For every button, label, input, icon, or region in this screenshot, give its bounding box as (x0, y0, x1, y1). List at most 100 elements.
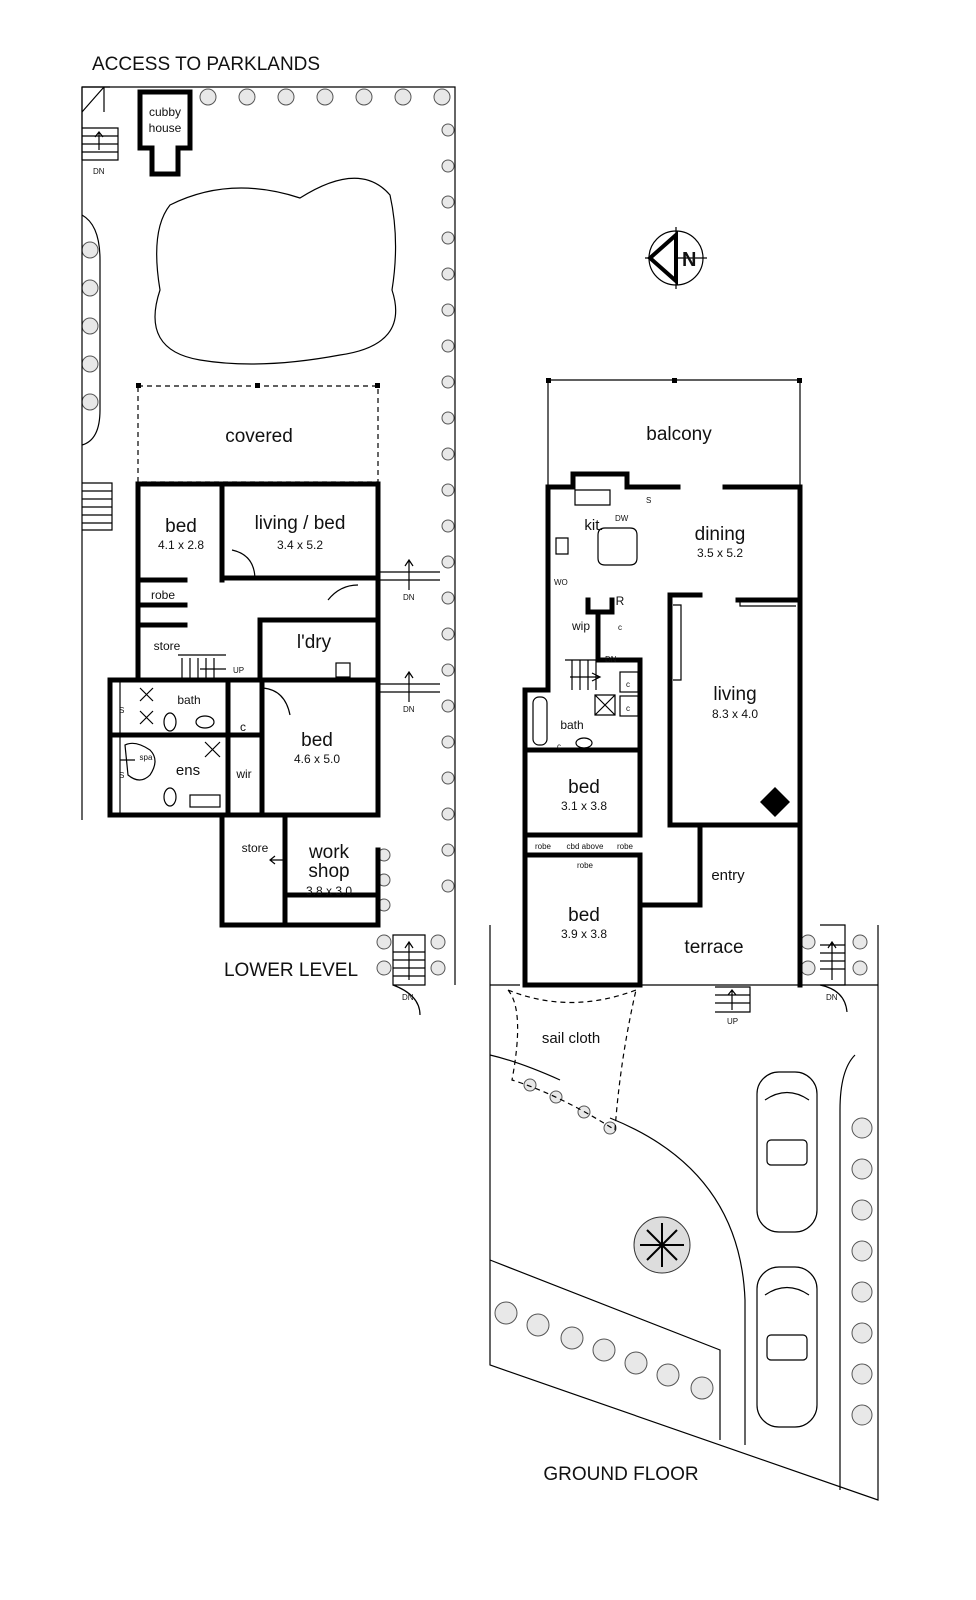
tree-icon (376, 960, 392, 976)
bed-size-ground-1: 3.1 x 3.8 (561, 799, 607, 813)
tree-icon (656, 1363, 680, 1387)
tree-icon (441, 267, 455, 281)
tree-icon (494, 1301, 518, 1325)
tree-icon (523, 1078, 537, 1092)
terrace-label: terrace (684, 937, 743, 958)
lower-level: ACCESS TO PARKLANDS DN cubby house cover… (81, 54, 456, 1016)
tree-icon (852, 960, 868, 976)
tree-icon (441, 483, 455, 497)
bed-size-ground-2: 3.9 x 3.8 (561, 927, 607, 941)
living-size: 8.3 x 4.0 (712, 707, 758, 721)
store-label: store (154, 639, 181, 653)
tree-icon (441, 123, 455, 137)
tree-icon (851, 1158, 873, 1180)
tree-icon (441, 231, 455, 245)
bed-label: bed (165, 516, 197, 537)
tree-icon (526, 1313, 550, 1337)
kitchen-label: kit. (584, 517, 603, 534)
tree-icon (800, 934, 816, 950)
car-icon (756, 1266, 818, 1428)
bed-label-ground-2: bed (568, 905, 600, 926)
pool (154, 177, 397, 365)
tree-icon (238, 88, 256, 106)
living-bed-label: living / bed (255, 513, 346, 534)
tree-icon (851, 1404, 873, 1426)
dn-label-ground: DN (605, 655, 617, 664)
tree-icon (441, 411, 455, 425)
tree-icon (441, 591, 455, 605)
robe-label: robe (151, 588, 175, 602)
tree-icon (592, 1338, 616, 1362)
ground-floor-title: GROUND FLOOR (543, 1464, 698, 1485)
shower-label: S (119, 706, 124, 715)
cupboard-label: c (240, 720, 246, 734)
tree-icon (355, 88, 373, 106)
sail-cloth-label: sail cloth (542, 1030, 600, 1047)
north-arrow-icon: N (645, 227, 707, 289)
tree-icon (441, 807, 455, 821)
tree-icon (430, 934, 446, 950)
tree-icon (800, 960, 816, 976)
tree-icon (441, 519, 455, 533)
c-label-4: c (557, 742, 561, 751)
tree-icon (690, 1376, 714, 1400)
wo-label: WO (554, 578, 568, 587)
bath-label-ground: bath (560, 718, 583, 732)
up-label-ground: UP (727, 1017, 738, 1026)
tree-icon (441, 627, 455, 641)
tree-icon (81, 355, 99, 373)
robe-label-2: robe (617, 842, 634, 851)
up-label: UP (233, 666, 244, 675)
dining-label: dining (695, 524, 746, 545)
north-label: N (682, 249, 696, 271)
robe-label-1: robe (535, 842, 552, 851)
tree-icon (851, 1199, 873, 1221)
tree-icon (852, 934, 868, 950)
feature-tree-icon (633, 1216, 691, 1274)
tree-icon (441, 339, 455, 353)
bed-size: 4.1 x 2.8 (158, 538, 204, 552)
bed-label-2: bed (301, 730, 333, 751)
entry-label: entry (711, 867, 745, 884)
tree-icon (851, 1322, 873, 1344)
living-label: living (713, 684, 756, 705)
laundry-label: l'dry (297, 632, 332, 653)
tree-icon (441, 663, 455, 677)
tree-icon (430, 960, 446, 976)
dining-size: 3.5 x 5.2 (697, 546, 743, 560)
tree-icon (394, 88, 412, 106)
access-to-parklands-label: ACCESS TO PARKLANDS (92, 54, 320, 75)
tree-icon (441, 699, 455, 713)
tree-icon (441, 843, 455, 857)
tree-icon (81, 393, 99, 411)
wip-label: wip (571, 619, 590, 633)
workshop-label-2: shop (308, 861, 349, 882)
dn-label-3: DN (403, 705, 415, 714)
lower-level-title: LOWER LEVEL (224, 960, 358, 981)
tree-icon (441, 735, 455, 749)
workshop-label-1: work (308, 842, 350, 863)
dn-label: DN (93, 167, 105, 176)
tree-icon (851, 1240, 873, 1262)
tree-icon (441, 195, 455, 209)
hedge-trees (81, 88, 873, 1426)
tree-icon (441, 303, 455, 317)
wir-label: wir (235, 767, 251, 781)
dn-label-2: DN (403, 593, 415, 602)
spa-label: spa (140, 753, 153, 762)
tree-icon (81, 279, 99, 297)
tree-icon (851, 1117, 873, 1139)
living-bed-size: 3.4 x 5.2 (277, 538, 323, 552)
tree-icon (433, 88, 451, 106)
shower-label-ens: S (119, 771, 124, 780)
tree-icon (441, 447, 455, 461)
ground-floor: N balcony kit. DW S WO R wip c DN c c ba… (489, 227, 879, 1501)
covered-label: covered (225, 426, 293, 447)
dw-label: DW (615, 514, 629, 523)
dn-label-ground-2: DN (826, 993, 838, 1002)
tree-icon (81, 241, 99, 259)
c-label-3: c (626, 704, 630, 713)
tree-icon (851, 1281, 873, 1303)
tree-icon (851, 1363, 873, 1385)
tree-icon (603, 1121, 617, 1135)
